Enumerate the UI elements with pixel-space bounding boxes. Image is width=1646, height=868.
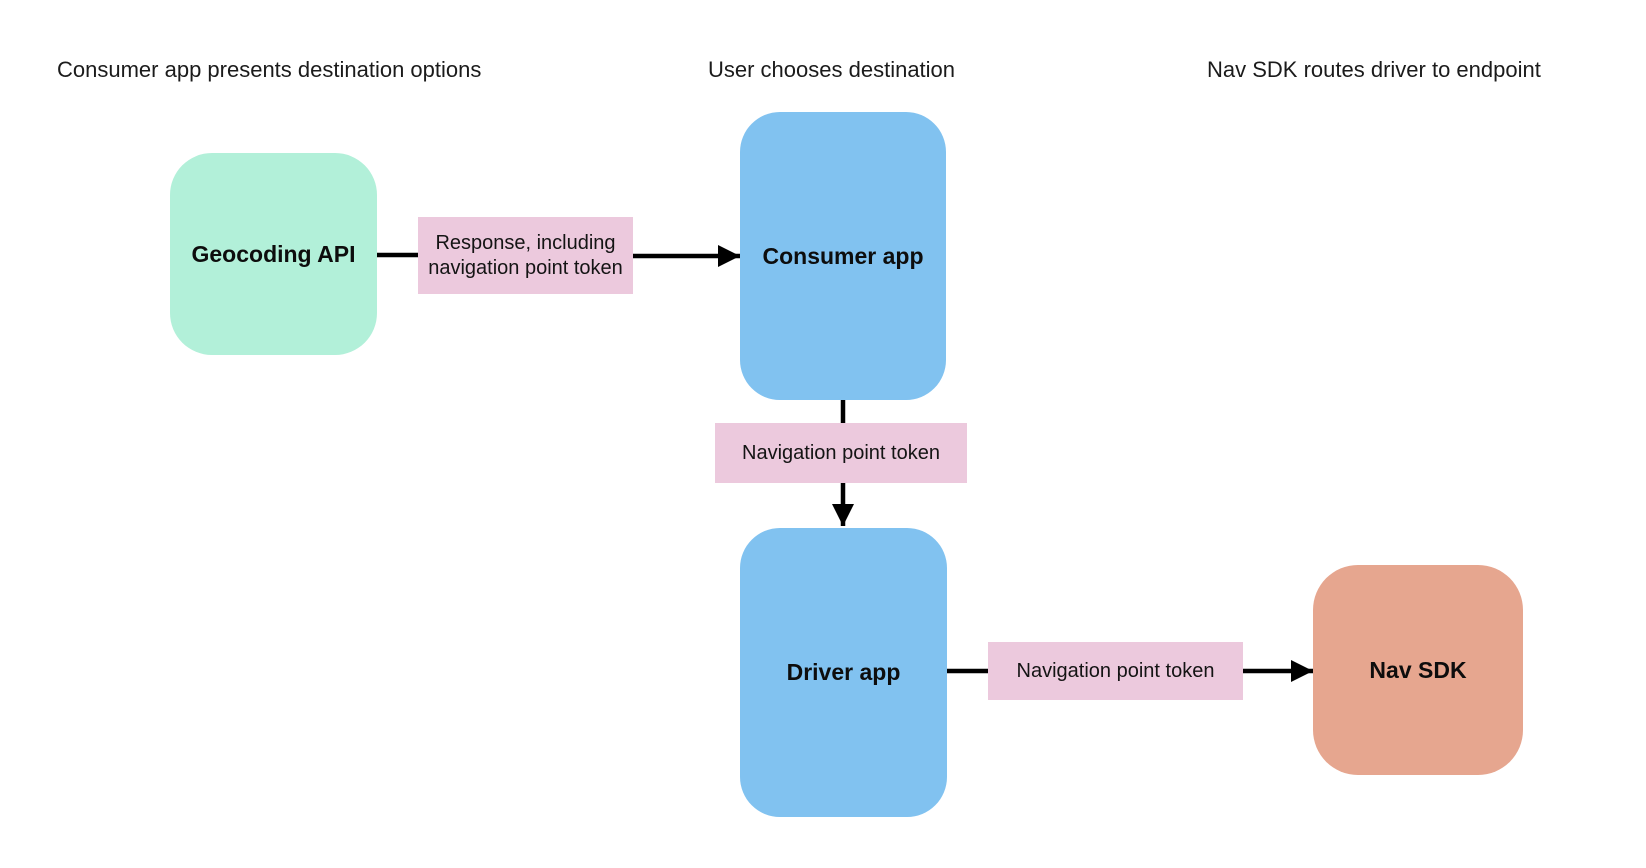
node-nav-sdk-label: Nav SDK [1369, 656, 1467, 683]
node-geocoding-api: Geocoding API [170, 153, 377, 355]
stage-header-consumer-presents: Consumer app presents destination option… [57, 57, 482, 82]
edge-label-navigation-point-token-vertical: Navigation point token [715, 423, 967, 483]
stage-header-navsdk-routes: Nav SDK routes driver to endpoint [1207, 57, 1541, 82]
node-geocoding-api-label: Geocoding API [191, 240, 356, 267]
node-consumer-app-label: Consumer app [762, 242, 924, 269]
edge-label-text: Response, including navigation point tok… [428, 231, 623, 279]
edge-label-response-including-token: Response, including navigation point tok… [418, 217, 633, 294]
node-driver-app: Driver app [740, 528, 947, 817]
edge-label-navigation-point-token-horizontal: Navigation point token [988, 642, 1243, 700]
edge-label-text: Navigation point token [742, 441, 940, 464]
node-consumer-app: Consumer app [740, 112, 946, 400]
stage-header-user-chooses: User chooses destination [708, 57, 956, 82]
edge-label-text: Navigation point token [1016, 659, 1215, 682]
node-nav-sdk: Nav SDK [1313, 565, 1523, 775]
node-driver-app-label: Driver app [786, 659, 901, 685]
